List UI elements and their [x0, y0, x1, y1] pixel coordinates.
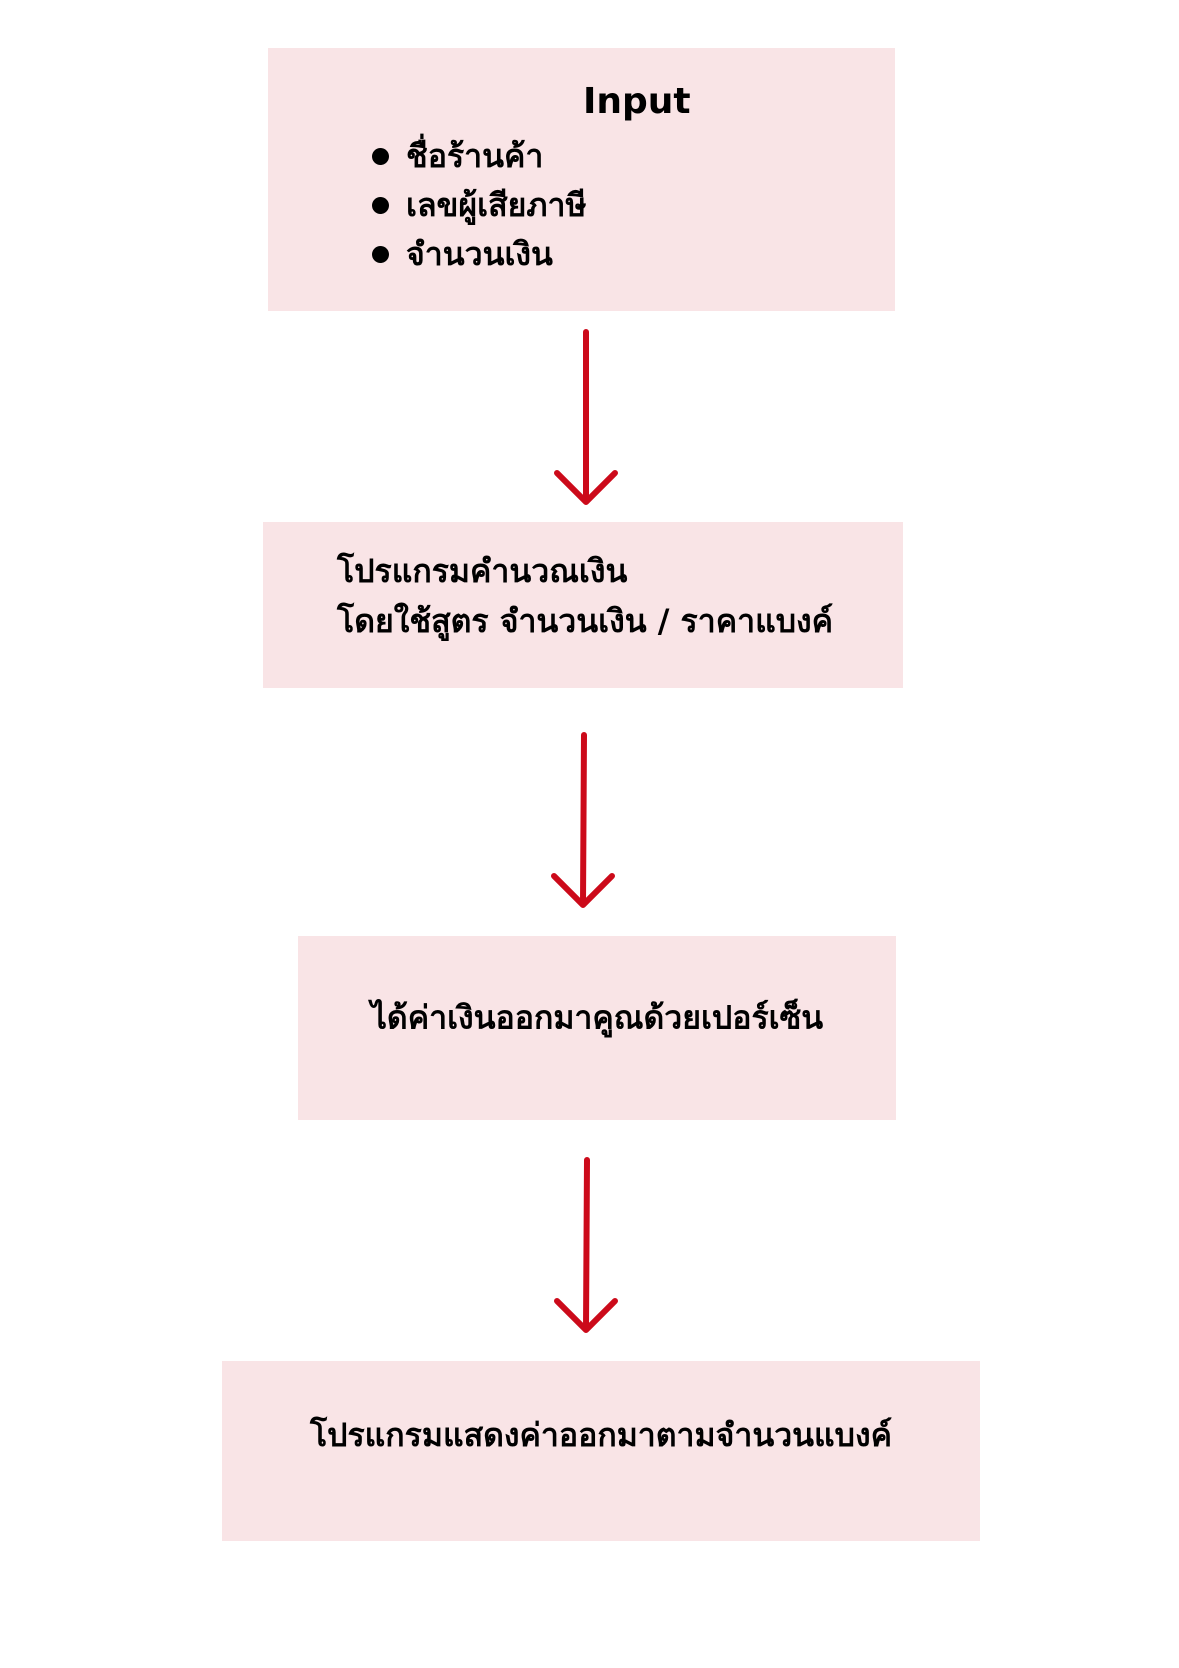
list-item: จำนวนเงิน	[372, 230, 587, 279]
list-item: ชื่อร้านค้า	[372, 132, 587, 181]
calculation-line-2: โดยใช้สูตร จำนวนเงิน / ราคาแบงค์	[337, 602, 834, 640]
arrow-3	[554, 1157, 618, 1333]
input-box: Input ชื่อร้านค้า เลขผู้เสียภาษี จำนวนเง…	[268, 48, 895, 311]
arrow-2-shaft	[580, 732, 587, 906]
arrow-1	[554, 329, 618, 505]
list-item-label: เลขผู้เสียภาษี	[406, 186, 587, 224]
arrow-2	[551, 732, 615, 908]
arrow-3-head-icon	[554, 1298, 618, 1333]
calculation-box: โปรแกรมคำนวณเงิน โดยใช้สูตร จำนวนเงิน / …	[263, 522, 903, 688]
result-text: ได้ค่าเงินออกมาคูณด้วยเปอร์เซ็น	[370, 998, 824, 1037]
calculation-line-1: โปรแกรมคำนวณเงิน	[337, 552, 628, 590]
bullet-icon	[372, 197, 389, 214]
input-title: Input	[583, 81, 691, 122]
list-item-label: ชื่อร้านค้า	[406, 137, 544, 175]
arrow-1-head-icon	[554, 470, 618, 505]
list-item-label: จำนวนเงิน	[406, 235, 553, 273]
arrow-3-shaft	[583, 1157, 590, 1331]
result-box: ได้ค่าเงินออกมาคูณด้วยเปอร์เซ็น	[298, 936, 896, 1120]
arrow-2-head-icon	[551, 873, 615, 908]
bullet-icon	[372, 148, 389, 165]
output-box: โปรแกรมแสดงค่าออกมาตามจำนวนแบงค์	[222, 1361, 980, 1541]
output-text: โปรแกรมแสดงค่าออกมาตามจำนวนแบงค์	[309, 1416, 893, 1455]
input-list: ชื่อร้านค้า เลขผู้เสียภาษี จำนวนเงิน	[372, 132, 587, 279]
list-item: เลขผู้เสียภาษี	[372, 181, 587, 230]
calculation-text: โปรแกรมคำนวณเงิน โดยใช้สูตร จำนวนเงิน / …	[337, 546, 833, 646]
bullet-icon	[372, 246, 389, 263]
